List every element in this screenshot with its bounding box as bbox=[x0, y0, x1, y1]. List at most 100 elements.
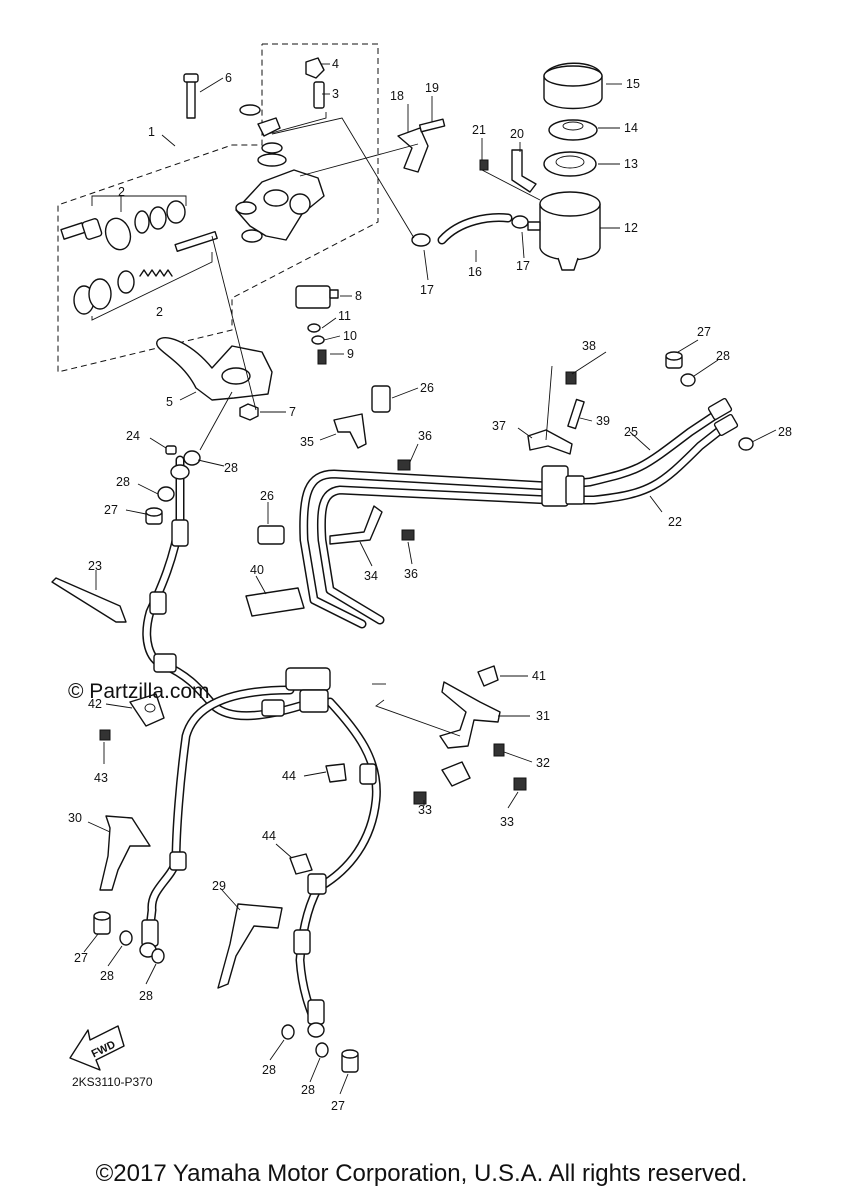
callout-44-upper: 44 bbox=[282, 769, 296, 783]
callout-39: 39 bbox=[596, 414, 610, 428]
screw-part-9 bbox=[317, 349, 327, 365]
bracket-part-20 bbox=[511, 149, 537, 193]
callout-15: 15 bbox=[626, 77, 640, 91]
nut-part-10 bbox=[311, 335, 325, 345]
holder-part-26-top bbox=[371, 385, 391, 413]
callout-18: 18 bbox=[390, 89, 404, 103]
brake-hose-left-lower bbox=[143, 685, 295, 949]
callout-32: 32 bbox=[536, 756, 550, 770]
callout-12: 12 bbox=[624, 221, 638, 235]
bolt-part-32 bbox=[493, 743, 505, 757]
bracket-part-37 bbox=[527, 429, 573, 455]
callout-43: 43 bbox=[94, 771, 108, 785]
holder-part-18 bbox=[397, 127, 429, 173]
callout-41: 41 bbox=[532, 669, 546, 683]
brake-hose-part-22 bbox=[316, 419, 733, 625]
callout-3: 3 bbox=[332, 87, 339, 101]
nut-part-7 bbox=[239, 403, 259, 421]
master-cylinder-body bbox=[235, 104, 325, 243]
callout-38: 38 bbox=[582, 339, 596, 353]
washer-part-28-bottom-center-1 bbox=[281, 1024, 295, 1040]
callout-24: 24 bbox=[126, 429, 140, 443]
callout-2-lower: 2 bbox=[156, 305, 163, 319]
bracket-part-34 bbox=[329, 505, 383, 545]
callout-28-left-1: 28 bbox=[224, 461, 238, 475]
watermark: © Partzilla.com bbox=[68, 680, 210, 703]
callout-35: 35 bbox=[300, 435, 314, 449]
bracket-part-29 bbox=[217, 903, 283, 989]
callout-34: 34 bbox=[364, 569, 378, 583]
callout-1: 1 bbox=[148, 125, 155, 139]
callout-21: 21 bbox=[472, 123, 486, 137]
bracket-part-33-plate bbox=[441, 761, 471, 787]
callout-5: 5 bbox=[166, 395, 173, 409]
callout-19: 19 bbox=[425, 81, 439, 95]
fitting-part-4 bbox=[305, 57, 325, 79]
callout-16: 16 bbox=[468, 265, 482, 279]
callout-29: 29 bbox=[212, 879, 226, 893]
callout-22: 22 bbox=[668, 515, 682, 529]
leader-lines-top bbox=[161, 63, 622, 451]
hose-fittings-right bbox=[293, 763, 377, 1038]
callout-28-bottom-center-2: 28 bbox=[301, 1083, 315, 1097]
callout-40: 40 bbox=[250, 563, 264, 577]
callout-6: 6 bbox=[225, 71, 232, 85]
callout-28-bottom-left-1: 28 bbox=[100, 969, 114, 983]
callout-44-lower: 44 bbox=[262, 829, 276, 843]
callout-8: 8 bbox=[355, 289, 362, 303]
callout-28-left-2: 28 bbox=[116, 475, 130, 489]
bolt-part-36-mid bbox=[401, 529, 415, 541]
bolt-part-33-right bbox=[513, 777, 527, 791]
master-cylinder-assembly-outline bbox=[57, 43, 379, 373]
callout-27-bottom-left: 27 bbox=[74, 951, 88, 965]
piston-kit-lower bbox=[73, 230, 218, 315]
reservoir-tank-part-12 bbox=[527, 191, 601, 271]
diaphragm-part-13 bbox=[543, 151, 597, 177]
washer-part-28-right bbox=[738, 437, 754, 451]
union-bolt-part-27-bottom-center bbox=[341, 1049, 359, 1073]
callout-36-top: 36 bbox=[418, 429, 432, 443]
washer-part-28-bottom-center-2 bbox=[315, 1042, 329, 1058]
callout-27-top-right: 27 bbox=[697, 325, 711, 339]
bolt-part-24 bbox=[165, 445, 177, 455]
callout-27-left: 27 bbox=[104, 503, 118, 517]
callout-36-mid: 36 bbox=[404, 567, 418, 581]
clamp-part-44-upper bbox=[325, 763, 347, 783]
callout-14: 14 bbox=[624, 121, 638, 135]
part-2-leader-lines bbox=[91, 195, 213, 321]
callout-23: 23 bbox=[88, 559, 102, 573]
callout-37: 37 bbox=[492, 419, 506, 433]
hose-fittings-left bbox=[139, 464, 285, 958]
cable-tie-part-23 bbox=[51, 577, 127, 623]
clip-part-17-left bbox=[411, 233, 431, 247]
callout-28-bottom-left-2: 28 bbox=[139, 989, 153, 1003]
callout-13: 13 bbox=[624, 157, 638, 171]
bolt-part-33-left bbox=[413, 791, 427, 805]
hose-part-16 bbox=[437, 213, 513, 245]
brake-switch-part-8 bbox=[295, 285, 339, 309]
callout-26-mid: 26 bbox=[260, 489, 274, 503]
bolt-part-6 bbox=[183, 73, 199, 119]
callout-9: 9 bbox=[347, 347, 354, 361]
callout-2-upper: 2 bbox=[118, 185, 125, 199]
fitting-part-3 bbox=[313, 81, 325, 109]
washer-part-11 bbox=[307, 323, 321, 333]
callout-labels: 1 2 2 3 4 5 6 7 8 9 10 11 12 13 14 15 16… bbox=[68, 57, 792, 1113]
callout-28-right: 28 bbox=[778, 425, 792, 439]
callout-20: 20 bbox=[510, 127, 524, 141]
washer-part-28-top-right bbox=[680, 373, 696, 387]
callout-27-bottom-center: 27 bbox=[331, 1099, 345, 1113]
callout-33-left: 33 bbox=[418, 803, 432, 817]
bolt-part-38 bbox=[565, 371, 577, 385]
screw-part-21 bbox=[479, 159, 489, 171]
callout-30: 30 bbox=[68, 811, 82, 825]
callout-42: 42 bbox=[88, 697, 102, 711]
callout-28-top-right: 28 bbox=[716, 349, 730, 363]
hose-joint-center bbox=[285, 667, 331, 713]
callout-26-top: 26 bbox=[420, 381, 434, 395]
callout-10: 10 bbox=[343, 329, 357, 343]
callout-17-right: 17 bbox=[516, 259, 530, 273]
callout-17-left: 17 bbox=[420, 283, 434, 297]
washer-part-28-left-2 bbox=[157, 486, 175, 502]
